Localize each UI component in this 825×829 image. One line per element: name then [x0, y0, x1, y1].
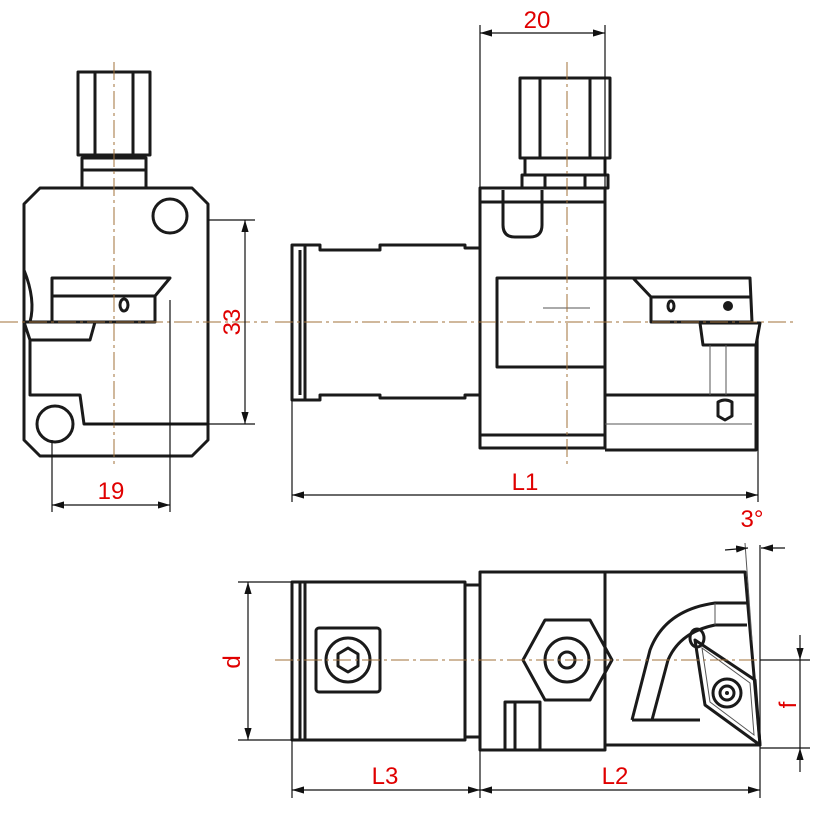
dimension-label-l1: L1: [512, 469, 539, 496]
side-view: [275, 25, 795, 502]
dimension-label-19: 19: [98, 478, 125, 505]
dimension-label-20: 20: [524, 7, 551, 34]
top-view: [238, 542, 810, 798]
dimension-label-d: d: [219, 655, 246, 668]
dimension-label-angle: 3°: [741, 506, 764, 533]
dimension-label-f: f: [775, 701, 802, 708]
dimension-label-l3: L3: [372, 763, 399, 790]
dimension-label-33: 33: [219, 309, 246, 336]
dimension-label-l2: L2: [602, 763, 629, 790]
end-view: [0, 62, 268, 512]
